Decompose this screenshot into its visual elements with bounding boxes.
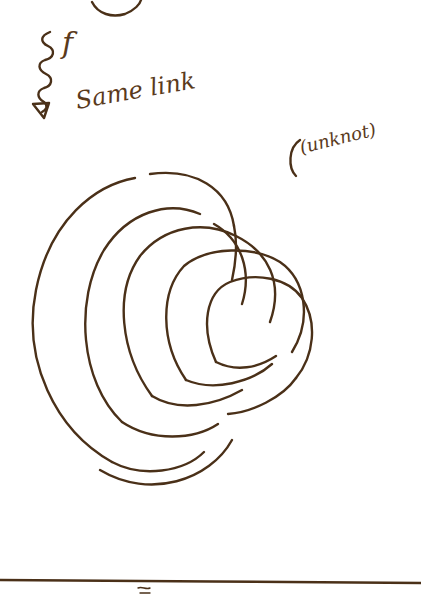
partial-curve [92, 0, 141, 16]
knot-strand [85, 208, 200, 422]
note-label: (unknot) [298, 119, 378, 157]
knot-strand [216, 356, 276, 368]
small-mark [138, 587, 150, 593]
knot-strand [232, 226, 236, 280]
knot-strand [207, 277, 312, 378]
map-label: f [62, 26, 73, 59]
knot-strand [228, 378, 296, 414]
knot-strand [152, 390, 242, 405]
arrow-head [33, 103, 49, 118]
rule-line [0, 580, 421, 583]
knot-strand [100, 440, 232, 484]
knot-strand [214, 224, 246, 304]
wavy-arrow [38, 32, 53, 112]
knot-strand [112, 452, 204, 471]
knot-strand [122, 422, 218, 437]
note-label: Same link [74, 67, 197, 114]
knot-strand [150, 173, 234, 226]
